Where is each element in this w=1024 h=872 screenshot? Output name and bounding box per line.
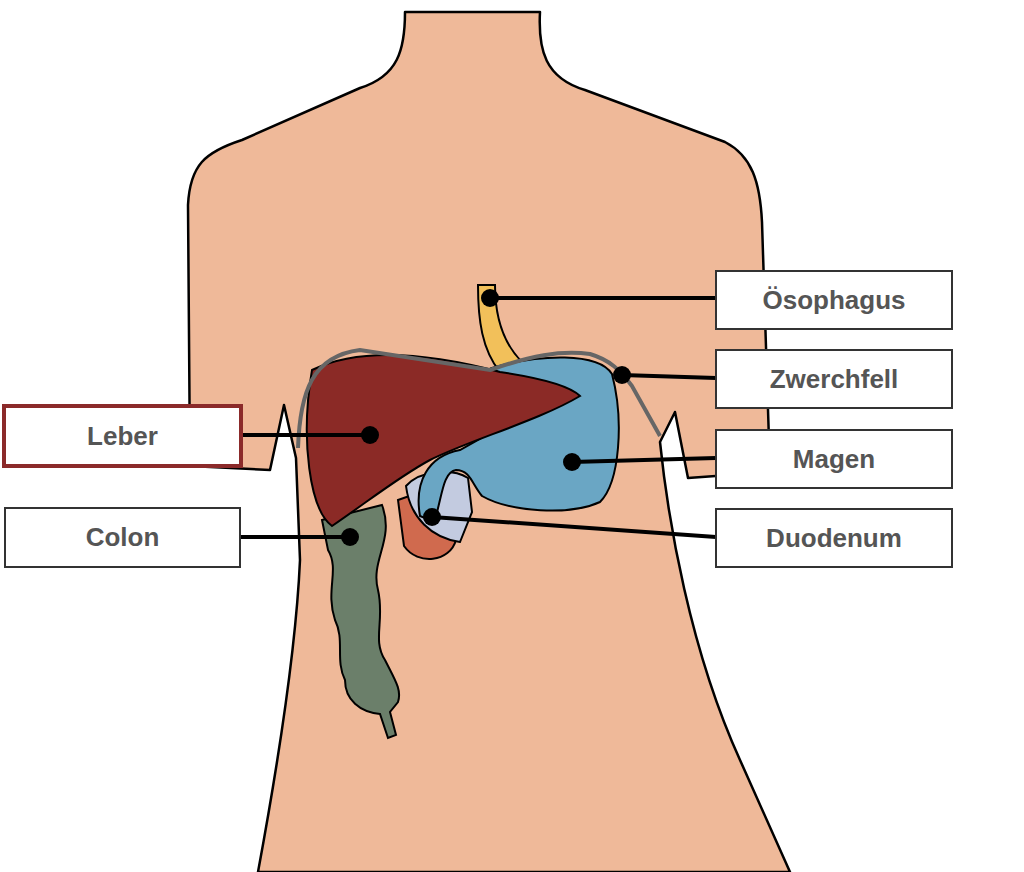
leader-dot [613, 366, 631, 384]
leader-line [572, 458, 716, 462]
label-box: Duodenum [715, 508, 953, 568]
leader-line [622, 375, 716, 378]
body-outline [188, 12, 790, 872]
organ-label: Leber [87, 421, 158, 452]
colon-shape [322, 505, 399, 738]
leader-dot [341, 528, 359, 546]
label-box: Leber [2, 404, 243, 468]
leader-dots [341, 289, 631, 546]
organ-label: Colon [86, 522, 160, 553]
organ-label: Duodenum [766, 523, 902, 554]
liver-shape [307, 355, 580, 526]
leader-lines [240, 298, 716, 537]
leader-line [242, 433, 370, 437]
organ-label: Magen [793, 444, 875, 475]
leader-dot [563, 453, 581, 471]
leader-line [490, 296, 716, 300]
leader-line [240, 535, 350, 539]
leader-dot [361, 426, 379, 444]
label-box: Magen [715, 429, 953, 489]
organ-label: Ösophagus [762, 285, 905, 316]
leader-dot [423, 508, 441, 526]
leader-dot [481, 289, 499, 307]
label-box: Zwerchfell [715, 349, 953, 409]
label-box: Colon [4, 507, 241, 568]
leader-line [432, 517, 716, 537]
organ-label: Zwerchfell [770, 364, 899, 395]
label-box: Ösophagus [715, 270, 953, 330]
